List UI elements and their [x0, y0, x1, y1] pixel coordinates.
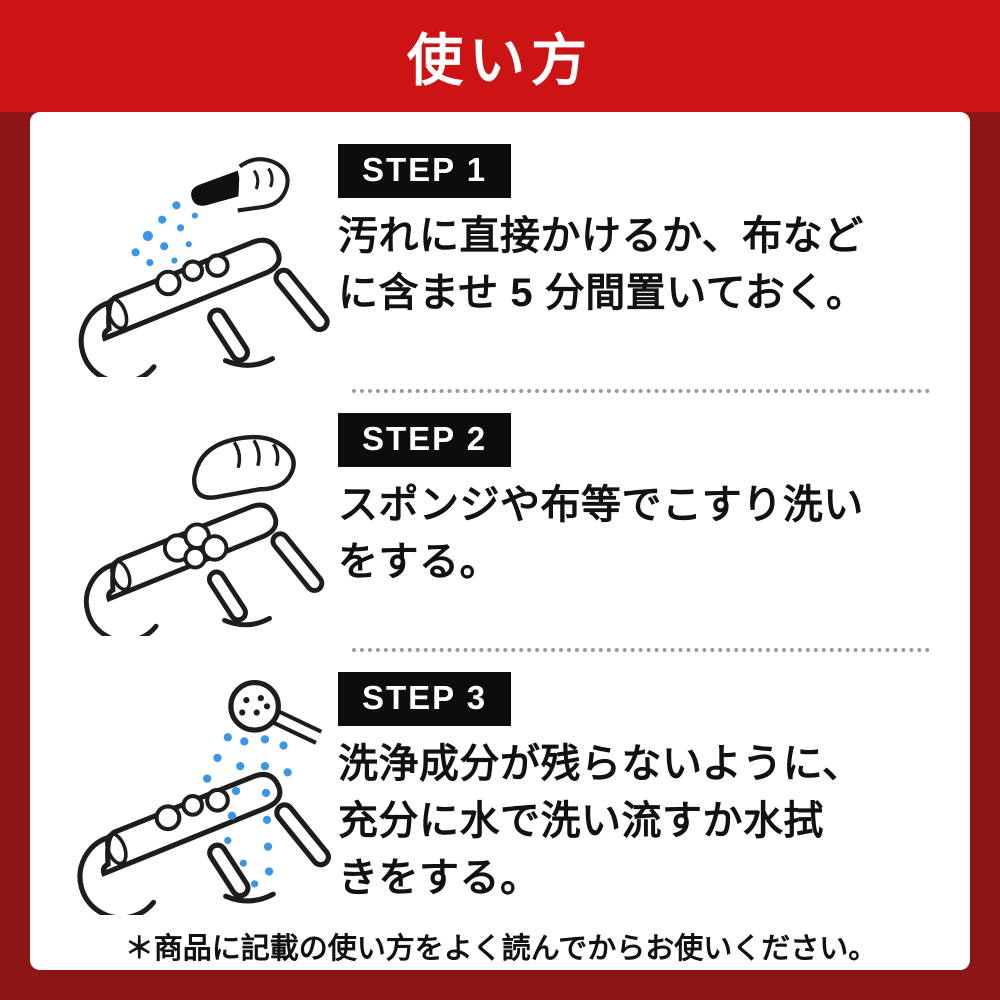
hand-wiping-faucet-illustration — [66, 411, 338, 636]
step-2-text-line: スポンジや布等でこすり洗い — [338, 483, 864, 527]
step-1-badge: STEP 1 — [338, 144, 512, 198]
step-2-text-line: をする。 — [338, 539, 500, 584]
step-2-row: STEP 2 スポンジや布等でこすり洗い をする。 — [66, 411, 936, 636]
spray-drops — [131, 201, 198, 267]
usage-caution-note: ＊商品に記載の使い方をよく読んでからお使いください。 — [124, 933, 878, 965]
step-3-text-line: 洗浄成分が残らないように、 — [338, 742, 863, 786]
step-3-text-line: 充分に水で洗い流すか水拭 — [338, 798, 824, 843]
step-2-content: STEP 2 スポンジや布等でこすり洗い をする。 — [338, 411, 936, 591]
rinse-water-drops — [203, 733, 292, 888]
wipe-illustration-icon — [83, 434, 325, 636]
shower-rinsing-faucet-illustration — [66, 670, 338, 915]
page-title: 使い方 — [407, 28, 593, 92]
step-3-row: STEP 3 洗浄成分が残らないように、 充分に水で洗い流すか水拭 きをする。 — [66, 670, 936, 915]
rinse-illustration-icon — [77, 680, 331, 915]
title-banner: 使い方 — [0, 0, 1000, 112]
step-2-badge: STEP 2 — [338, 413, 512, 467]
spray-bottle-on-faucet-illustration — [66, 142, 338, 377]
dotted-divider — [352, 389, 930, 393]
cleaning-cloth — [162, 522, 229, 570]
step-1-text-line: に含ませ 5 分間置いておく。 — [338, 270, 867, 315]
shower-head — [228, 680, 323, 745]
step-1-content: STEP 1 汚れに直接かけるか、布など に含ませ 5 分間置いておく。 — [338, 142, 936, 322]
step-3-badge: STEP 3 — [338, 672, 512, 726]
step-3-text-line: きをする。 — [338, 855, 541, 900]
spray-illustration-icon — [78, 157, 330, 377]
dotted-divider — [352, 648, 930, 652]
instructions-panel: STEP 1 汚れに直接かけるか、布など に含ませ 5 分間置いておく。 — [30, 112, 970, 970]
wiping-hand — [191, 434, 296, 500]
step-3-content: STEP 3 洗浄成分が残らないように、 充分に水で洗い流すか水拭 きをする。 — [338, 670, 936, 906]
step-1-text-line: 汚れに直接かけるか、布など — [338, 214, 864, 258]
step-1-row: STEP 1 汚れに直接かけるか、布など に含ませ 5 分間置いておく。 — [66, 142, 936, 377]
spray-bottle-hand — [191, 157, 290, 213]
